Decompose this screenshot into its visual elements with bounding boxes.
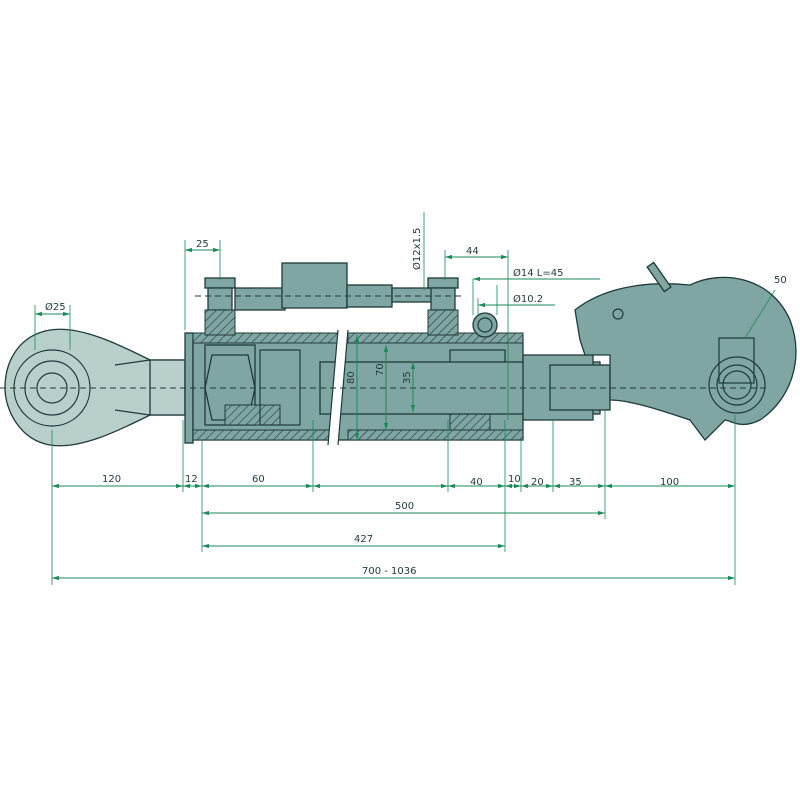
- ball-diameter-label: Ø25: [45, 301, 66, 313]
- dim-500: 500: [395, 501, 414, 512]
- fitting-offset-label: 25: [196, 239, 209, 250]
- bore-dimensions: 80 70 35: [346, 335, 416, 440]
- bore-label: 70: [375, 363, 386, 376]
- dim-100: 100: [660, 477, 679, 488]
- dim-12: 12: [185, 474, 198, 485]
- dim-35: 35: [569, 477, 582, 488]
- hook-width-label: 50: [774, 275, 787, 286]
- hook-end: [574, 261, 797, 441]
- hose-line: [195, 262, 498, 338]
- dim-120: 120: [102, 474, 121, 485]
- length-range-label: 700 - 1036: [362, 566, 417, 577]
- dim-10: 10: [508, 474, 521, 485]
- bottom-dimensions: 120 12 60 40 10 20 35 100 500 427 700 - …: [51, 410, 736, 585]
- pin-diameter-label: Ø14 L=45: [513, 267, 563, 279]
- top-dimensions: Ø25 25 Ø12x1.5 44 Ø14 L=45 Ø10.2 50: [34, 212, 787, 420]
- piston-rod: [522, 354, 611, 421]
- bore-outer-label: 80: [346, 371, 357, 384]
- dim-427: 427: [354, 534, 373, 545]
- dim-20: 20: [531, 477, 544, 488]
- pin-hole-label: Ø10.2: [513, 293, 543, 305]
- fitting-spacing-label: 44: [466, 246, 479, 257]
- dim-60: 60: [252, 474, 265, 485]
- thread-label: Ø12x1.5: [411, 228, 423, 270]
- rod-label: 35: [402, 371, 413, 384]
- dim-40: 40: [470, 477, 483, 488]
